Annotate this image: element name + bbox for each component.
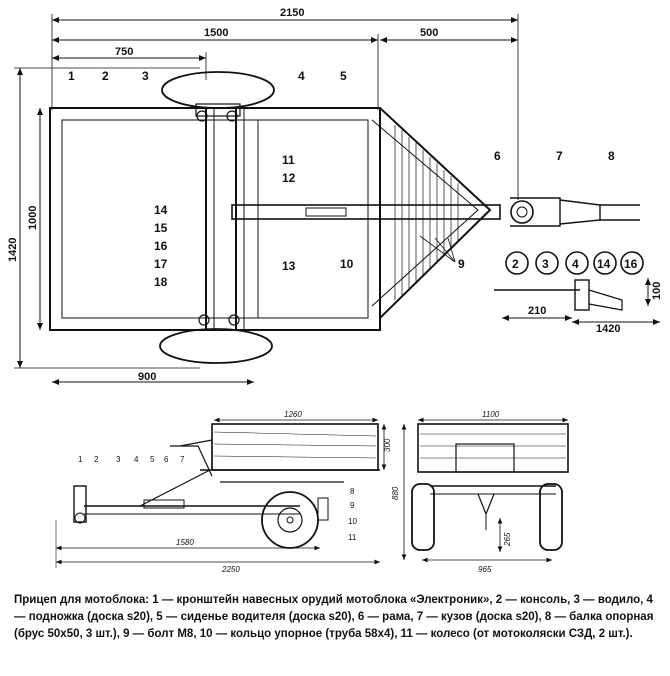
top-view bbox=[14, 14, 660, 385]
callout-9: 9 bbox=[458, 257, 465, 271]
dim-750: 750 bbox=[115, 46, 133, 58]
dim-300: 300 bbox=[383, 438, 392, 452]
callout-18: 18 bbox=[154, 275, 168, 289]
side-view bbox=[55, 417, 407, 568]
side-callout-7: 7 bbox=[180, 455, 185, 464]
side-callout-4: 4 bbox=[134, 455, 139, 464]
side-callout-10: 10 bbox=[348, 517, 357, 526]
dim-1420-detail: 1420 bbox=[596, 323, 620, 335]
dim-100: 100 bbox=[651, 282, 663, 300]
dim-265: 265 bbox=[503, 532, 512, 547]
callout-13: 13 bbox=[282, 259, 296, 273]
caption-text: Прицеп для мотоблока: 1 — кронштейн наве… bbox=[14, 594, 654, 640]
callout-1: 1 bbox=[68, 69, 75, 83]
callout-7: 7 bbox=[556, 149, 563, 163]
callout-15: 15 bbox=[154, 221, 168, 235]
side-callout-5: 5 bbox=[150, 455, 155, 464]
dim-1580: 1580 bbox=[176, 538, 194, 547]
circle-label-4: 4 bbox=[572, 257, 579, 271]
dim-210: 210 bbox=[528, 305, 546, 317]
callout-17: 17 bbox=[154, 257, 168, 271]
dim-1500: 1500 bbox=[204, 27, 228, 39]
circle-label-16: 16 bbox=[624, 257, 638, 271]
callout-8: 8 bbox=[608, 149, 615, 163]
side-callout-1: 1 bbox=[78, 455, 83, 464]
side-callout-3: 3 bbox=[116, 455, 121, 464]
dim-2250: 2250 bbox=[221, 565, 240, 574]
callout-6: 6 bbox=[494, 149, 501, 163]
callout-14: 14 bbox=[154, 203, 168, 217]
figure-caption: Прицеп для мотоблока: 1 — кронштейн наве… bbox=[14, 592, 654, 643]
callout-16: 16 bbox=[154, 239, 168, 253]
callout-3: 3 bbox=[142, 69, 149, 83]
callout-4: 4 bbox=[298, 69, 305, 83]
circle-label-3: 3 bbox=[542, 257, 549, 271]
dim-2150: 2150 bbox=[280, 7, 304, 19]
trailer-drawing: 2150 1500 750 500 1000 1420 900 210 1420… bbox=[7, 7, 663, 574]
callout-12: 12 bbox=[282, 171, 296, 185]
circle-label-2: 2 bbox=[512, 257, 519, 271]
dim-1000: 1000 bbox=[27, 206, 39, 230]
callout-10: 10 bbox=[340, 257, 354, 271]
side-callout-2: 2 bbox=[94, 455, 99, 464]
dim-1100: 1100 bbox=[482, 410, 500, 419]
callout-2: 2 bbox=[102, 69, 109, 83]
dim-1420-left: 1420 bbox=[7, 238, 19, 262]
side-callout-8: 8 bbox=[350, 487, 355, 496]
dim-965: 965 bbox=[478, 565, 492, 574]
side-callout-9: 9 bbox=[350, 501, 355, 510]
side-view-labels: 1260 300 880 1580 2250 1 2 3 4 5 6 7 8 9… bbox=[78, 410, 400, 574]
callout-5: 5 bbox=[340, 69, 347, 83]
rear-view-labels: 1100 265 965 bbox=[478, 410, 512, 574]
circle-label-14: 14 bbox=[597, 257, 611, 271]
side-callout-6: 6 bbox=[164, 455, 169, 464]
dim-1260: 1260 bbox=[284, 410, 302, 419]
rear-view bbox=[411, 417, 569, 563]
callout-11: 11 bbox=[282, 153, 295, 167]
dim-880: 880 bbox=[391, 486, 400, 500]
dim-900: 900 bbox=[138, 371, 156, 383]
dim-500: 500 bbox=[420, 27, 438, 39]
top-view-labels: 2150 1500 750 500 1000 1420 900 210 1420… bbox=[7, 7, 663, 383]
side-callout-11: 11 bbox=[348, 533, 357, 542]
